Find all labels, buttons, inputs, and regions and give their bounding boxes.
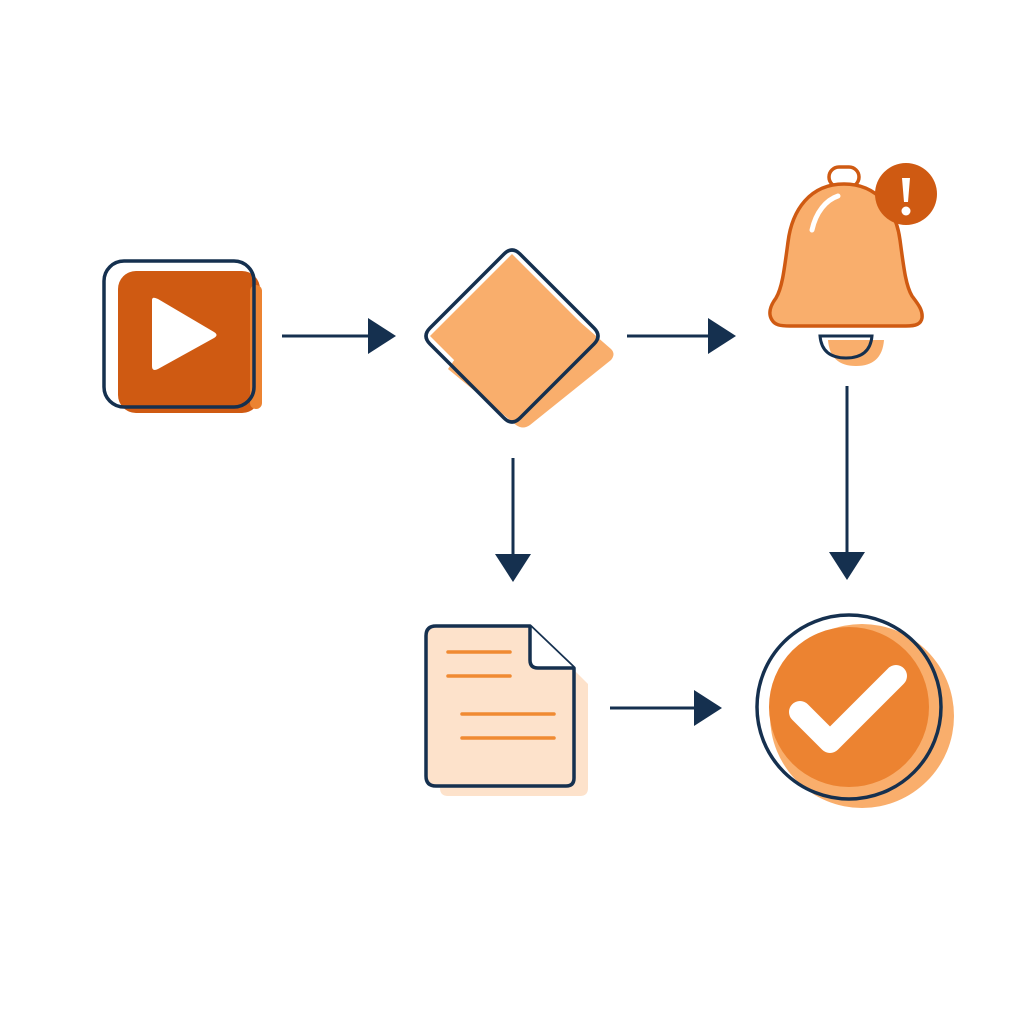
- arrow-decision-to-document: [495, 458, 531, 582]
- exclamation-icon: [902, 178, 910, 202]
- decision-node: [424, 248, 614, 428]
- exclamation-dot: [901, 206, 911, 216]
- alert-node: [768, 163, 937, 366]
- arrow-decision-to-alert: [627, 318, 736, 354]
- start-node: [102, 259, 262, 413]
- document-fold: [528, 626, 574, 670]
- alert-badge: [875, 163, 937, 225]
- start-node-shadow-light: [250, 285, 262, 409]
- arrowhead: [694, 690, 722, 726]
- document-icon: [424, 624, 576, 788]
- arrow-alert-to-done: [829, 386, 865, 580]
- arrowhead: [495, 554, 531, 582]
- decision-node-fill: [430, 254, 594, 418]
- start-node-outline: [102, 259, 256, 409]
- arrowhead: [829, 552, 865, 580]
- checkmark-icon: [789, 665, 907, 753]
- done-node-outline: [755, 613, 943, 801]
- arrow-document-to-done: [610, 690, 722, 726]
- done-node: [755, 613, 954, 808]
- arrow-start-to-decision: [282, 318, 396, 354]
- arrowhead: [368, 318, 396, 354]
- bell-clapper: [818, 334, 874, 360]
- done-node-fill: [769, 627, 929, 787]
- bell-icon: [768, 182, 924, 328]
- document-node: [424, 624, 588, 796]
- bell-highlight: [809, 193, 841, 233]
- diamond-icon: [424, 248, 600, 424]
- bell-clapper-shadow: [828, 340, 884, 366]
- play-icon: [152, 297, 217, 370]
- arrowhead: [708, 318, 736, 354]
